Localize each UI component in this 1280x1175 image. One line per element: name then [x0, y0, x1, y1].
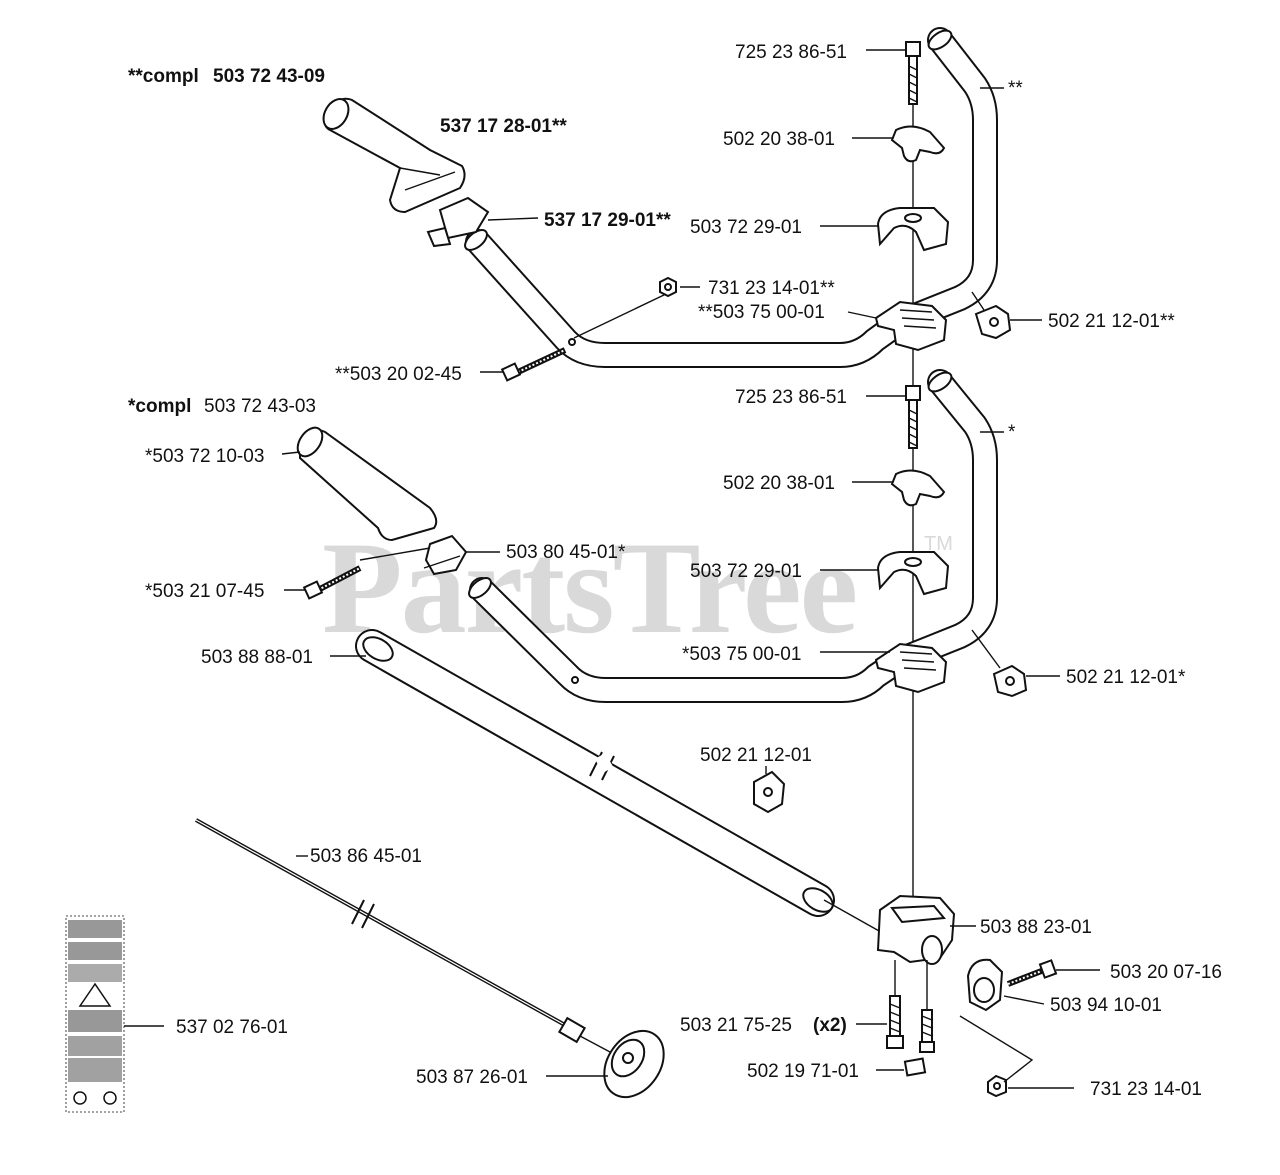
decal-sheet: [65, 915, 164, 1113]
lower-cable-clip: [971, 629, 1060, 698]
label-bracket-screw-small: 502 19 71-01: [747, 1061, 859, 1082]
label-upper-nut: 731 23 14-01**: [708, 278, 835, 299]
washer-plate: [546, 1016, 665, 1099]
label-bracket: 503 88 23-01: [980, 917, 1092, 938]
label-washer-plate: 503 87 26-01: [416, 1067, 528, 1088]
lower-grip: [281, 426, 438, 542]
upper-knob: [852, 125, 946, 163]
label-shaft-clip: 502 21 12-01: [700, 745, 812, 766]
label-upper-cable-clip: 502 21 12-01**: [1048, 311, 1175, 332]
label-lower-clamp-top: 503 72 29-01: [690, 561, 802, 582]
bracket-holder: [966, 958, 1045, 1012]
bracket-screw-small: [876, 960, 935, 1077]
label-upper-screw: **503 20 02-45: [335, 364, 462, 385]
kit-upper-prefix: **compl: [128, 66, 199, 87]
label-lower-throttle: 503 80 45-01*: [506, 542, 626, 563]
label-bracket-screw: 503 20 07-16: [1110, 962, 1222, 983]
watermark-brand: PartsTree: [322, 514, 856, 661]
label-upper-clamp-top: 503 72 29-01: [690, 217, 802, 238]
label-bracket-nut: 731 23 14-01: [1090, 1079, 1202, 1100]
label-lower-cable-clip: 502 21 12-01*: [1066, 667, 1186, 688]
bracket-nut: [959, 1015, 1074, 1098]
upper-bolt: [866, 41, 921, 105]
label-lower-bolt: 725 23 86-51: [735, 387, 847, 408]
bracket-screw: [1006, 959, 1100, 987]
upper-cable-clip: [971, 291, 1042, 340]
label-upper-clamp-base: **503 75 00-01: [698, 302, 825, 323]
label-shaft-tube: 503 88 88-01: [201, 647, 313, 668]
label-lower-knob: 502 20 38-01: [723, 473, 835, 494]
part-labels: 537 17 28-01** 537 17 29-01** 731 23 14-…: [145, 42, 1222, 1100]
lower-clamp-base: [820, 642, 948, 694]
label-lower-clamp-base: *503 75 00-01: [682, 644, 801, 665]
label-bracket-screws-qty: (x2): [813, 1015, 847, 1036]
label-bracket-screws-main: 503 21 75-25: [680, 1015, 792, 1036]
upper-screw: [480, 347, 567, 382]
label-lower-bar-mark: *: [1008, 422, 1016, 443]
watermark-trademark: TM: [924, 533, 953, 555]
drive-shaft: [195, 818, 889, 1032]
bracket-screws-main: [856, 960, 904, 1049]
upper-nut: [573, 276, 700, 339]
label-upper-handle-grip: 537 17 28-01**: [440, 116, 567, 137]
label-upper-knob: 502 20 38-01: [723, 129, 835, 150]
shaft-clip: [753, 766, 786, 814]
kit-lower-number: 503 72 43-03: [204, 396, 316, 417]
bracket: [876, 894, 976, 965]
upper-clamp-top: [820, 207, 950, 252]
label-bracket-holder: 503 94 10-01: [1050, 995, 1162, 1016]
label-upper-bolt: 725 23 86-51: [735, 42, 847, 63]
watermark: PartsTree TM: [322, 514, 953, 661]
kit-labels: **compl 503 72 43-09 *compl 503 72 43-03: [128, 66, 325, 417]
label-decal: 537 02 76-01: [176, 1017, 288, 1038]
lower-throttle: [359, 534, 500, 576]
label-upper-bar-mark: **: [1008, 78, 1023, 99]
upper-clamp-base: [847, 300, 948, 352]
label-upper-throttle-housing: 537 17 29-01**: [544, 210, 671, 231]
label-lower-grip: *503 72 10-03: [145, 446, 264, 467]
label-lower-screw: *503 21 07-45: [145, 581, 264, 602]
kit-lower-prefix: *compl: [128, 396, 191, 417]
upper-throttle-housing: [426, 196, 539, 248]
label-drive-shaft: 503 86 45-01: [310, 846, 422, 867]
lower-screw: [284, 565, 362, 600]
lower-bolt: [866, 385, 921, 449]
lower-knob: [852, 469, 946, 507]
upper-handle-grip: [322, 97, 466, 214]
shaft-tube: [330, 629, 835, 917]
kit-upper-number: 503 72 43-09: [213, 66, 325, 87]
lower-clamp-top: [820, 551, 950, 596]
